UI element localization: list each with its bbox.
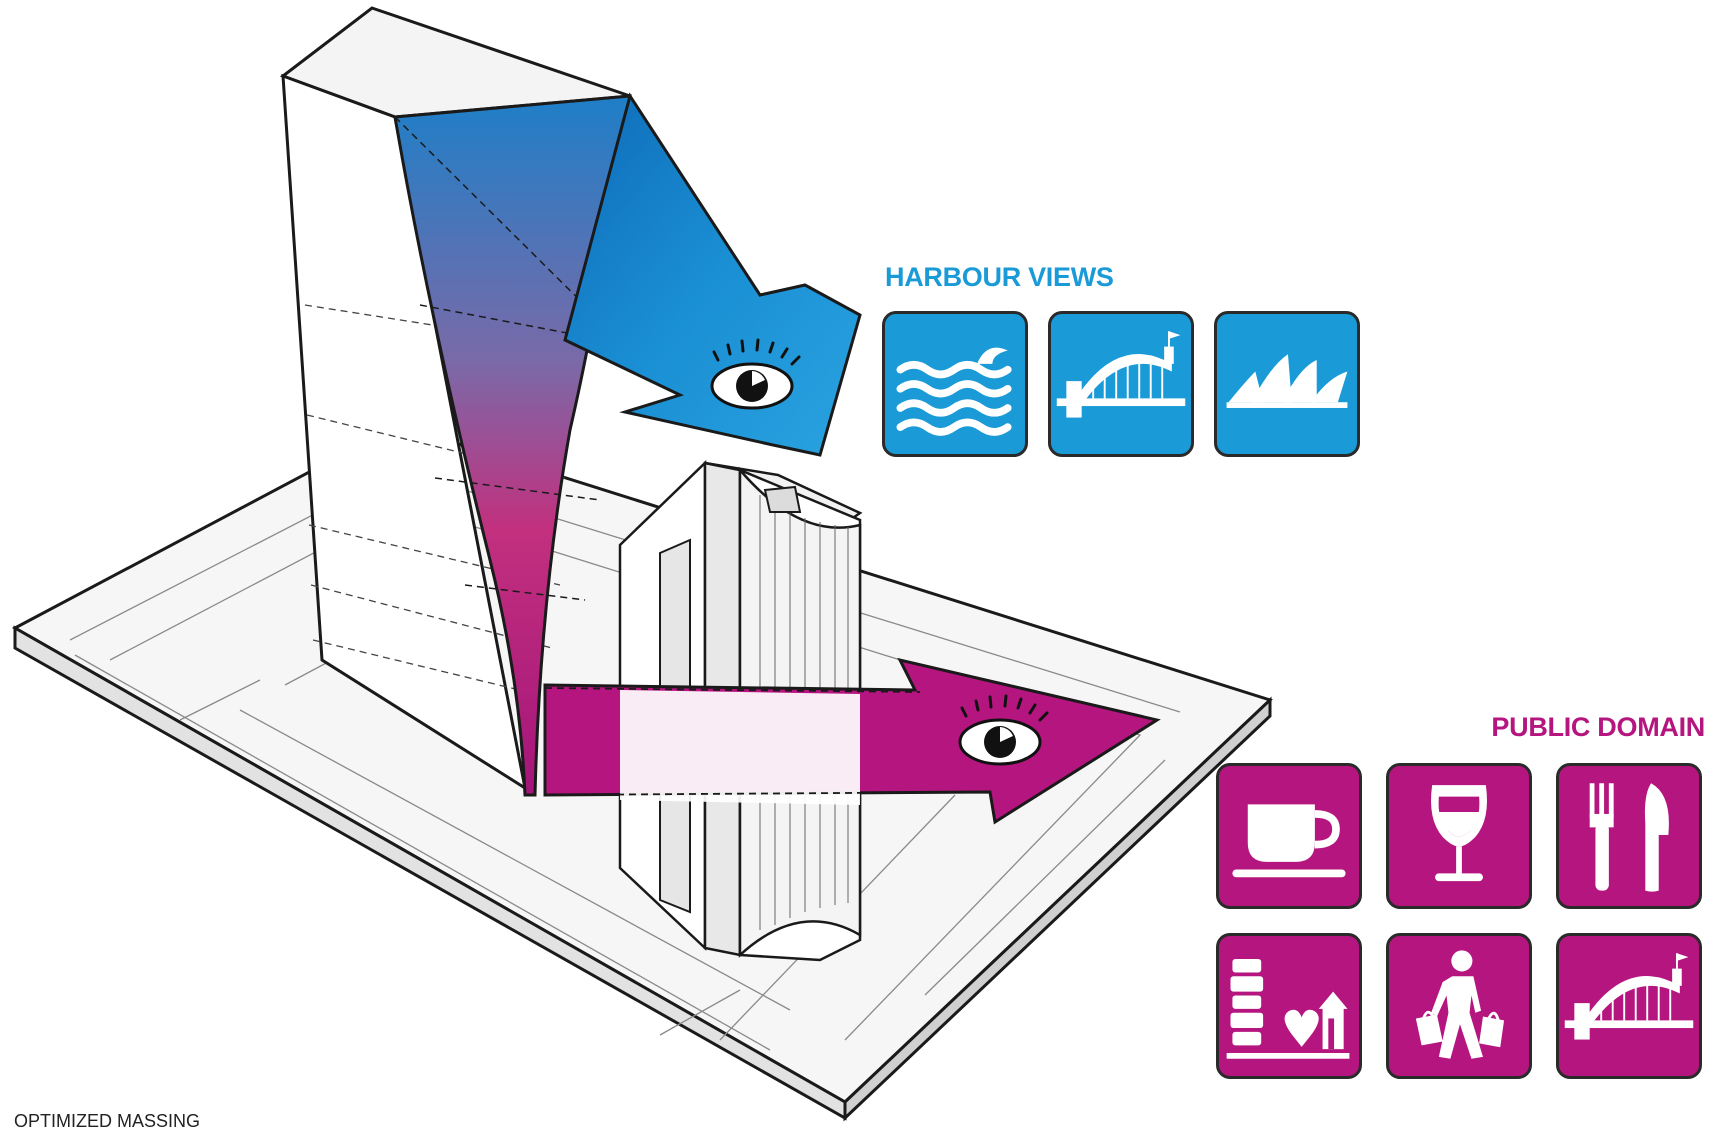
shopper-walking-icon [1386, 933, 1532, 1079]
fork-knife-icon [1556, 763, 1702, 909]
coffee-cup-icon [1216, 763, 1362, 909]
harbour-views-heading: HARBOUR VIEWS [885, 262, 1114, 292]
opera-house-icon [1214, 311, 1360, 457]
public-domain-arrow [543, 657, 1161, 825]
tall-tower [279, 6, 631, 792]
wine-glass-icon [1386, 763, 1532, 909]
eye-icon [710, 338, 801, 410]
eye-icon [958, 694, 1049, 766]
harbour-bridge-icon [1556, 933, 1702, 1079]
harbour-view-arrow [563, 92, 862, 457]
water-waves-icon [882, 311, 1028, 457]
public-domain-heading: PUBLIC DOMAIN [1491, 712, 1705, 742]
diagram-caption: OPTIMIZED MASSING [14, 1111, 201, 1131]
harbour-bridge-icon [1048, 311, 1194, 457]
stacked-goods-heart-icon [1216, 933, 1362, 1079]
